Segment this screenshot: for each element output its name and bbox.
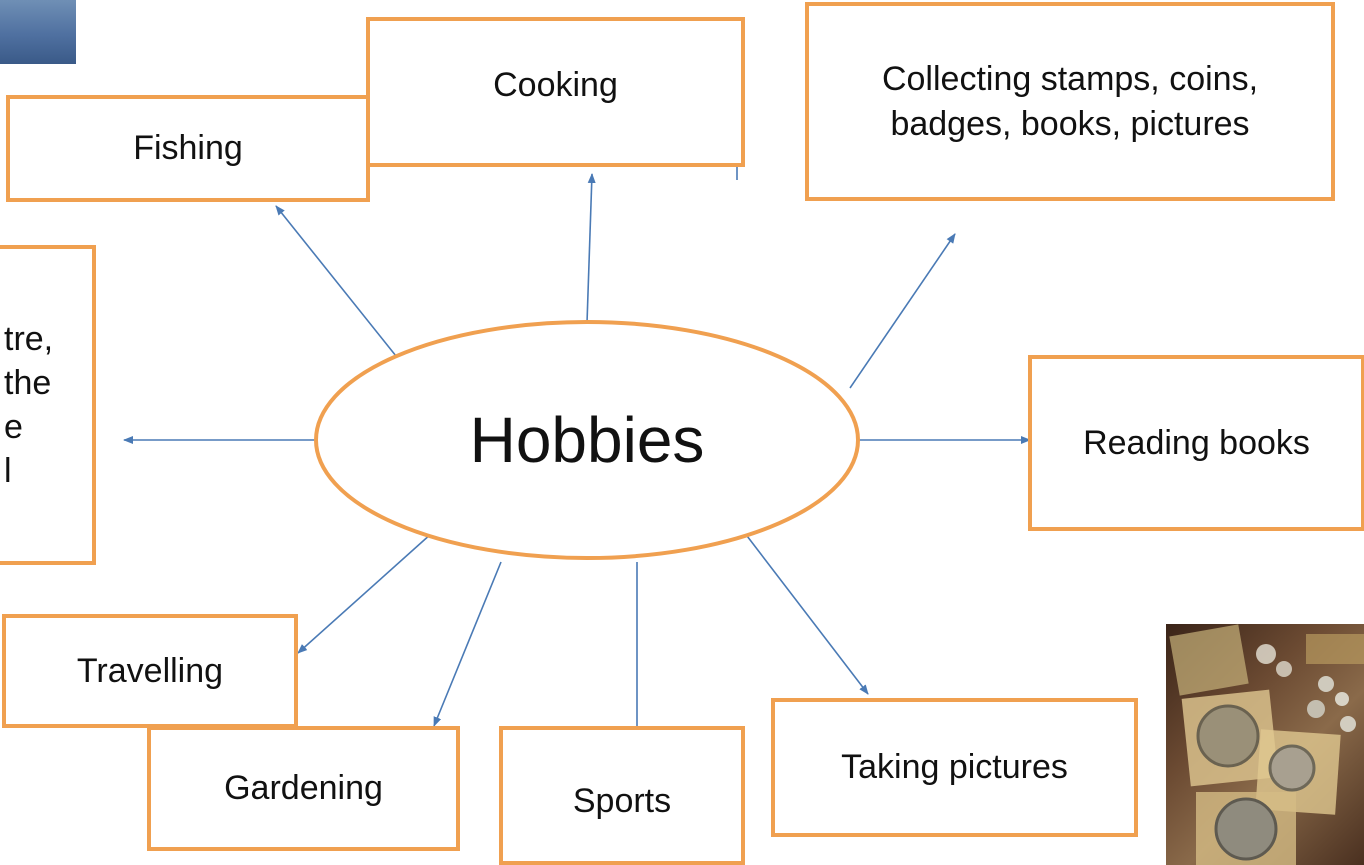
node-collecting: Collecting stamps, coins, badges, books,…	[805, 2, 1335, 201]
node-taking-pictures: Taking pictures	[771, 698, 1138, 837]
arrow-to-fishing	[275, 205, 397, 357]
node-gardening: Gardening	[147, 726, 460, 851]
coins-collection-photo	[1166, 624, 1364, 865]
sea-photo-fragment	[0, 0, 76, 64]
arrow-to-cooking	[586, 173, 596, 324]
node-theatre-partial: tre, the e l	[0, 245, 96, 565]
arrow-to-gardening	[433, 561, 502, 727]
node-reading-books: Reading books	[1028, 355, 1364, 531]
arrow-to-travelling	[297, 532, 433, 654]
coins-photo-art	[1169, 624, 1364, 865]
node-fishing: Fishing	[6, 95, 370, 202]
hobbies-ellipse	[314, 320, 860, 560]
arrow-to-taking-pictures	[743, 531, 869, 695]
node-cooking: Cooking	[366, 17, 745, 167]
node-sports: Sports	[499, 726, 745, 865]
center-hobbies-label: Hobbies	[469, 404, 705, 476]
node-travelling: Travelling	[2, 614, 298, 728]
arrow-to-collecting	[849, 233, 956, 389]
